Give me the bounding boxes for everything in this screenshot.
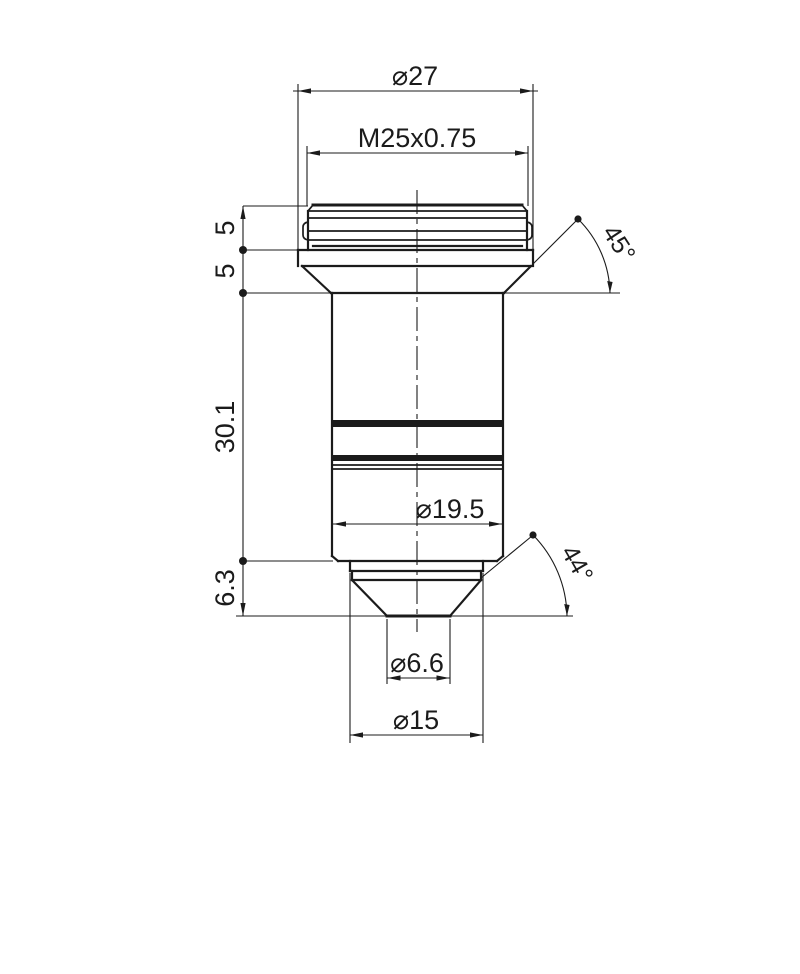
dim-label-thread: M25x0.75 — [358, 123, 477, 153]
dim-label-nose-length: 6.3 — [210, 569, 240, 607]
dim-label-nose-diameter: ⌀15 — [393, 705, 439, 735]
color-ring-band-2 — [332, 455, 503, 461]
dim-tip-diameter: ⌀6.6 — [386, 619, 451, 684]
angle-45-leader — [532, 219, 578, 265]
body-barrel — [329, 291, 506, 563]
left-dimension-chain: 5 5 30.1 6.3 — [210, 205, 573, 617]
angle-44-arc — [532, 534, 568, 617]
dim-label-outer-diameter: ⌀27 — [392, 61, 438, 91]
dim-label-body-length: 30.1 — [210, 401, 240, 454]
dim-body-diameter: ⌀19.5 — [333, 494, 502, 527]
dim-label-thread-length: 5 — [210, 220, 240, 235]
dim-label-flange-chamfer-angle: 45° — [597, 220, 641, 267]
angle-45-annotation: 45° — [504, 215, 641, 294]
angle-44-annotation: 44° — [480, 531, 599, 617]
angle-44-leader — [480, 535, 533, 579]
dim-nose-diameter: ⌀15 — [349, 573, 484, 743]
nose-cone — [348, 559, 485, 618]
dim-label-flange-height: 5 — [210, 263, 240, 278]
cone-edge-right — [448, 578, 483, 618]
dim-label-body-diameter: ⌀19.5 — [416, 494, 485, 524]
dim-thread: M25x0.75 — [306, 123, 529, 206]
dim-label-tip-diameter: ⌀6.6 — [390, 648, 444, 678]
dim-label-nose-cone-angle: 44° — [555, 541, 598, 588]
thread-relief-right — [525, 220, 533, 242]
flange — [296, 248, 535, 295]
thread-relief-left — [302, 220, 310, 242]
dim-outer-diameter: ⌀27 — [293, 61, 538, 249]
flange-chamfer-left — [300, 264, 333, 295]
thread-section — [302, 203, 533, 252]
color-ring-band-1 — [332, 420, 503, 427]
flange-chamfer-right — [502, 264, 533, 295]
cone-edge-left — [350, 578, 389, 618]
